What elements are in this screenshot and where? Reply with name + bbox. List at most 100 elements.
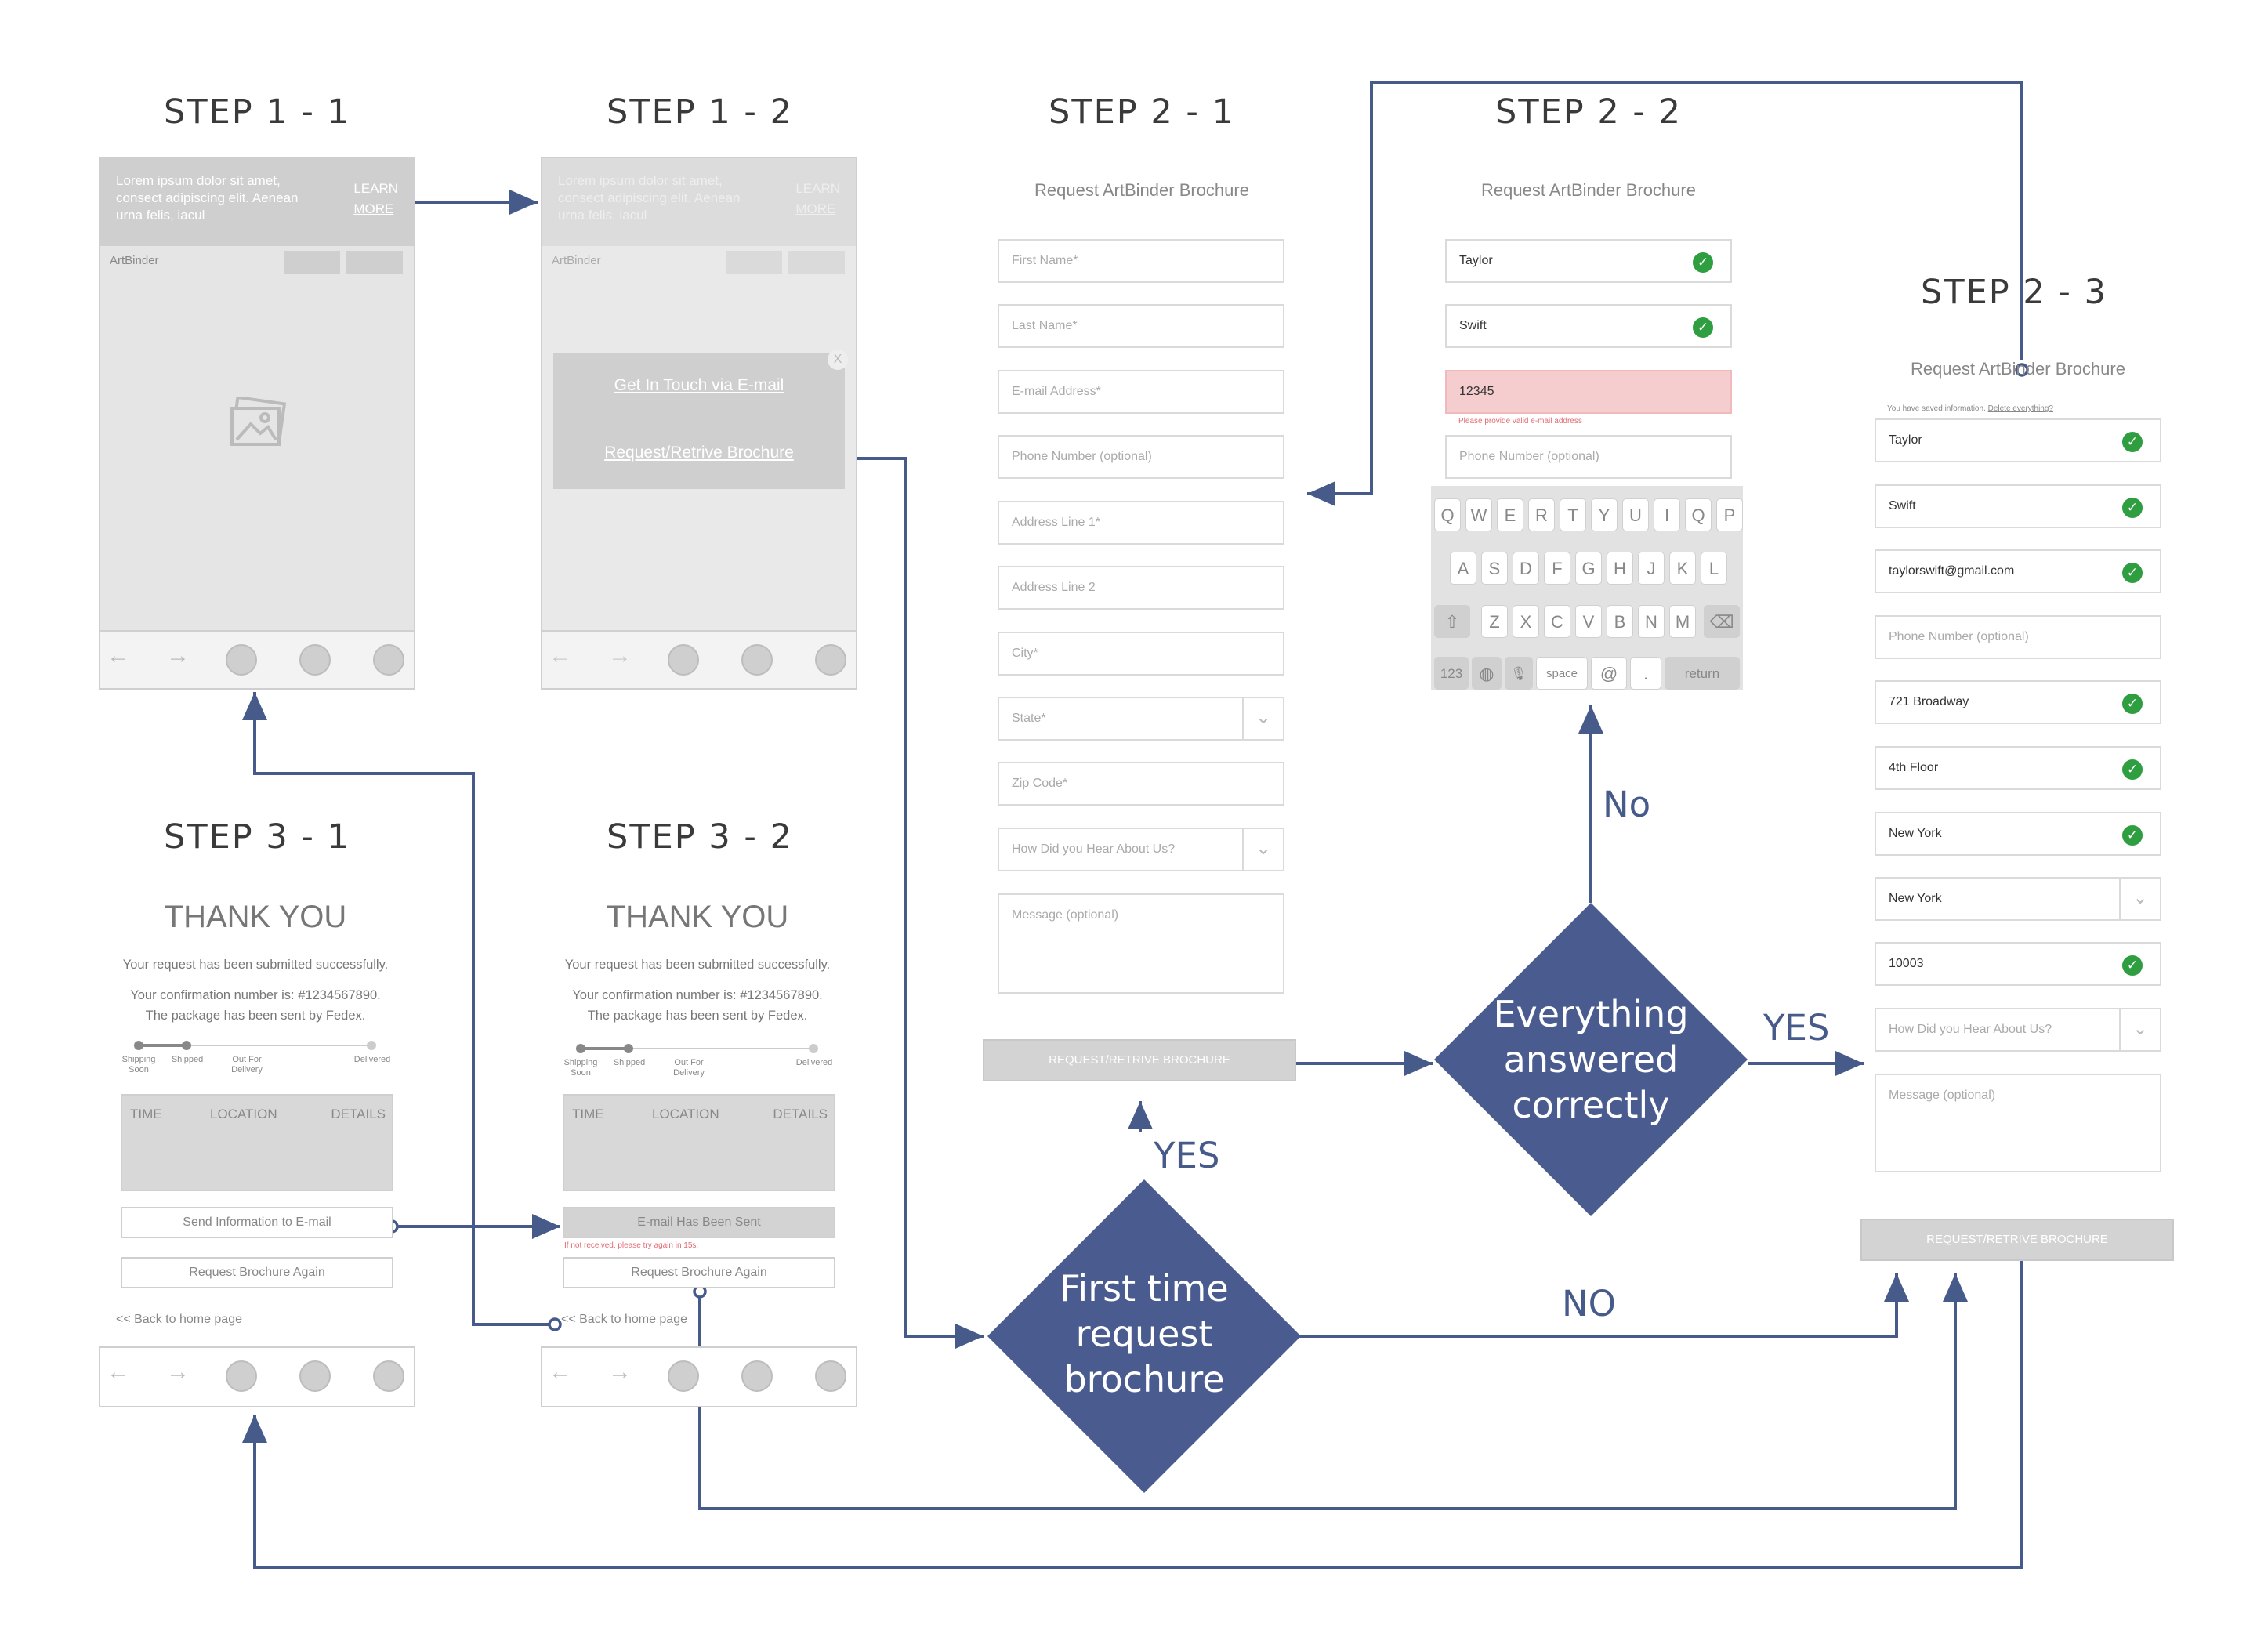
forward-arrow-icon[interactable]: → (166, 1359, 190, 1385)
toolbar-circle-button[interactable] (741, 1360, 773, 1392)
back-arrow-icon[interactable]: ← (107, 1359, 130, 1385)
key-z[interactable]: Z (1481, 605, 1508, 638)
key-l[interactable]: L (1701, 552, 1727, 585)
space-key[interactable]: space (1536, 657, 1588, 690)
message-field[interactable]: Message (optional) (1875, 1074, 2161, 1172)
key-g[interactable]: G (1575, 552, 1602, 585)
key-x[interactable]: X (1513, 605, 1539, 638)
request-again-button[interactable]: Request Brochure Again (121, 1257, 393, 1288)
request-again-button[interactable]: Request Brochure Again (563, 1257, 835, 1288)
toolbar-circle-button[interactable] (741, 644, 773, 676)
key-h[interactable]: H (1607, 552, 1633, 585)
back-arrow-icon[interactable]: ← (107, 643, 130, 668)
key-i[interactable]: I (1654, 498, 1680, 531)
last-name-field[interactable]: Swift✓ (1875, 484, 2161, 528)
shift-key-icon[interactable]: ⇧ (1434, 605, 1470, 638)
phone-field[interactable]: Phone Number (optional) (1445, 435, 1732, 479)
first-name-field[interactable]: Taylor✓ (1445, 239, 1732, 283)
address-line-1-field[interactable]: Address Line 1* (998, 501, 1284, 545)
toolbar-circle-button[interactable] (668, 644, 699, 676)
delete-key-icon[interactable]: ⌫ (1704, 605, 1740, 638)
phone-field[interactable]: Phone Number (optional) (998, 435, 1284, 479)
address-line-1-field[interactable]: 721 Broadway✓ (1875, 680, 2161, 724)
toolbar-circle-button[interactable] (373, 644, 404, 676)
key-d[interactable]: D (1513, 552, 1539, 585)
city-field[interactable]: City* (998, 632, 1284, 676)
dot-key[interactable]: . (1630, 657, 1661, 690)
last-name-field[interactable]: Last Name* (998, 304, 1284, 348)
toolbar-circle-button[interactable] (226, 1360, 257, 1392)
microphone-icon[interactable]: 🎙 (1505, 657, 1533, 690)
phone-field[interactable]: Phone Number (optional) (1875, 615, 2161, 659)
forward-arrow-icon[interactable]: → (166, 643, 190, 668)
email-contact-link[interactable]: Get In Touch via E-mail (614, 376, 784, 394)
back-home-link[interactable]: << Back to home page (116, 1313, 242, 1326)
key-m[interactable]: M (1669, 605, 1696, 638)
request-brochure-link[interactable]: Request/Retrive Brochure (604, 444, 794, 462)
key-b[interactable]: B (1607, 605, 1633, 638)
key-q[interactable]: Q (1685, 498, 1712, 531)
hear-about-select[interactable]: How Did you Hear About Us?⌄ (1875, 1008, 2161, 1052)
toolbar-circle-button[interactable] (815, 1360, 846, 1392)
forward-arrow-icon[interactable]: → (608, 643, 632, 668)
zip-field[interactable]: 10003✓ (1875, 942, 2161, 986)
key-y[interactable]: Y (1591, 498, 1618, 531)
nav-button[interactable] (346, 251, 403, 274)
back-arrow-icon[interactable]: ← (549, 1359, 572, 1385)
email-field[interactable]: taylorswift@gmail.com✓ (1875, 549, 2161, 593)
back-home-link[interactable]: << Back to home page (561, 1313, 687, 1326)
toolbar-circle-button[interactable] (299, 644, 331, 676)
request-brochure-button[interactable]: REQUEST/RETRIVE BROCHURE (983, 1039, 1296, 1081)
request-brochure-button[interactable]: REQUEST/RETRIVE BROCHURE (1860, 1219, 2174, 1261)
close-icon[interactable]: X (828, 350, 848, 370)
back-arrow-icon[interactable]: ← (549, 643, 572, 668)
state-select[interactable]: State*⌄ (998, 697, 1284, 741)
key-t[interactable]: T (1560, 498, 1586, 531)
zip-field[interactable]: Zip Code* (998, 762, 1284, 806)
state-select[interactable]: New York⌄ (1875, 877, 2161, 921)
message-field[interactable]: Message (optional) (998, 893, 1284, 994)
key-c[interactable]: C (1544, 605, 1570, 638)
toolbar-circle-button[interactable] (815, 644, 846, 676)
key-r[interactable]: R (1528, 498, 1555, 531)
toolbar-circle-button[interactable] (299, 1360, 331, 1392)
key-s[interactable]: S (1481, 552, 1508, 585)
key-v[interactable]: V (1575, 605, 1602, 638)
key-f[interactable]: F (1544, 552, 1570, 585)
send-info-email-button[interactable]: Send Information to E-mail (121, 1207, 393, 1238)
at-key[interactable]: @ (1591, 657, 1627, 690)
first-name-field[interactable]: First Name* (998, 239, 1284, 283)
key-p[interactable]: P (1716, 498, 1743, 531)
email-field[interactable]: E-mail Address* (998, 370, 1284, 414)
forward-arrow-icon[interactable]: → (608, 1359, 632, 1385)
key-e[interactable]: E (1497, 498, 1523, 531)
address-line-2-field[interactable]: Address Line 2 (998, 566, 1284, 610)
key-k[interactable]: K (1669, 552, 1696, 585)
toolbar-circle-button[interactable] (226, 644, 257, 676)
key-u[interactable]: U (1622, 498, 1649, 531)
email-field-error[interactable]: 12345 (1445, 370, 1732, 414)
toolbar-circle-button[interactable] (373, 1360, 404, 1392)
key-n[interactable]: N (1638, 605, 1665, 638)
city-field[interactable]: New York✓ (1875, 812, 2161, 856)
key-q[interactable]: Q (1434, 498, 1461, 531)
delete-everything-link[interactable]: Delete everything? (1987, 404, 2053, 413)
address-line-2-field[interactable]: 4th Floor✓ (1875, 746, 2161, 790)
nav-button[interactable] (788, 251, 845, 274)
first-name-field[interactable]: Taylor✓ (1875, 418, 2161, 462)
last-name-field[interactable]: Swift✓ (1445, 304, 1732, 348)
globe-icon[interactable]: ◍ (1472, 657, 1502, 690)
hear-about-select[interactable]: How Did you Hear About Us?⌄ (998, 828, 1284, 871)
key-w[interactable]: W (1465, 498, 1492, 531)
numbers-key[interactable]: 123 (1434, 657, 1469, 690)
nav-button[interactable] (284, 251, 340, 274)
toolbar-circle-button[interactable] (668, 1360, 699, 1392)
email-sent-button[interactable]: E-mail Has Been Sent (563, 1207, 835, 1238)
key-j[interactable]: J (1638, 552, 1665, 585)
return-key[interactable]: return (1665, 657, 1740, 690)
nav-button[interactable] (726, 251, 782, 274)
key-a[interactable]: A (1450, 552, 1476, 585)
